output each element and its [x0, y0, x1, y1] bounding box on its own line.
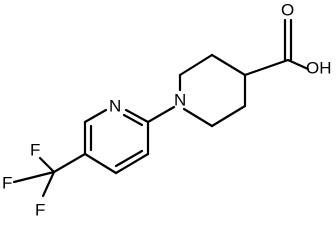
bond-cf3-f-top — [38, 156, 56, 174]
atom-label-hydroxyl: OH — [306, 59, 332, 78]
bond-py-c4-c3-double-1 — [114, 152, 150, 175]
bond-pip-n-c6 — [182, 107, 214, 128]
bond-py-n1-c6 — [83, 108, 108, 124]
bond-pip-c3-c2 — [178, 53, 214, 77]
atom-label-nitrogen-piperidine: N — [174, 91, 186, 110]
atom-label-fluorine-bottom: F — [35, 201, 45, 220]
atom-labels: O OH N N F F F — [2, 1, 332, 220]
atom-label-fluorine-left: F — [2, 174, 12, 193]
bond-pip-c6-c5 — [210, 104, 247, 128]
bond-pip-c4-c3 — [210, 53, 247, 77]
bond-n-pyridine — [146, 105, 176, 124]
bonds — [12, 18, 310, 198]
bond-c5-cf3 — [52, 152, 87, 174]
bond-c4-cooh — [243, 58, 290, 77]
atom-label-oxygen: O — [281, 1, 294, 20]
atom-label-fluorine-top: F — [30, 141, 40, 160]
bond-cf3-f-left — [12, 170, 56, 184]
bond-py-c2-n1-double-1 — [124, 108, 150, 124]
bond-cf3-f-bottom — [41, 170, 56, 198]
bond-py-c2-n1-double-2 — [122, 113, 144, 127]
bond-c-oh — [286, 58, 310, 71]
bond-py-c4-c3-double-2 — [114, 149, 144, 168]
bond-py-c5-c4 — [83, 152, 118, 175]
atom-label-nitrogen-pyridine: N — [109, 97, 121, 116]
